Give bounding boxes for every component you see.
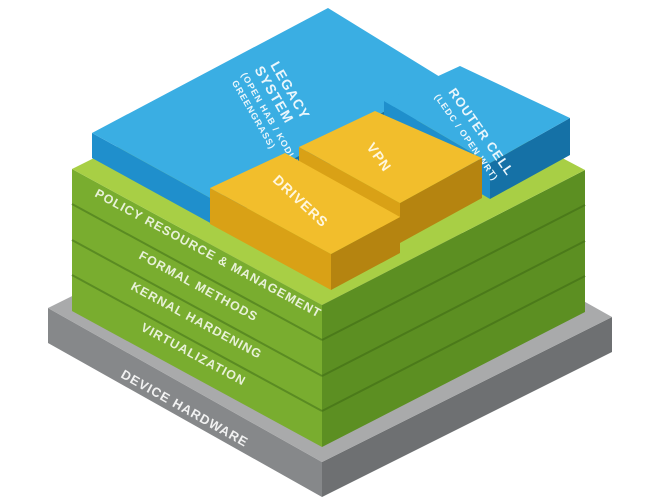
drivers-front-face <box>210 188 331 290</box>
router-cell-block: ROUTER CELL (LEDC / OPEN WRT) <box>384 66 570 199</box>
divider-1 <box>71 203 323 341</box>
side-divider-3 <box>321 275 586 412</box>
router-side-face <box>490 118 570 199</box>
vpn-top-face <box>299 111 482 203</box>
divider-2 <box>71 239 323 377</box>
vpn-side-face <box>400 158 482 243</box>
drivers-side-face <box>331 217 400 290</box>
hardware-side-face <box>322 317 612 497</box>
divider-3 <box>71 274 323 412</box>
hardware-front-face <box>48 308 322 497</box>
drivers-top-face <box>210 153 400 254</box>
green-side-dividers <box>321 204 586 412</box>
side-divider-1 <box>321 204 586 341</box>
drivers-block: DRIVERS <box>210 153 400 290</box>
legacy-front-face <box>92 133 214 225</box>
router-top-face <box>384 66 570 163</box>
green-front-dividers <box>71 203 323 412</box>
legacy-top-face <box>92 8 445 200</box>
side-divider-2 <box>321 240 586 377</box>
